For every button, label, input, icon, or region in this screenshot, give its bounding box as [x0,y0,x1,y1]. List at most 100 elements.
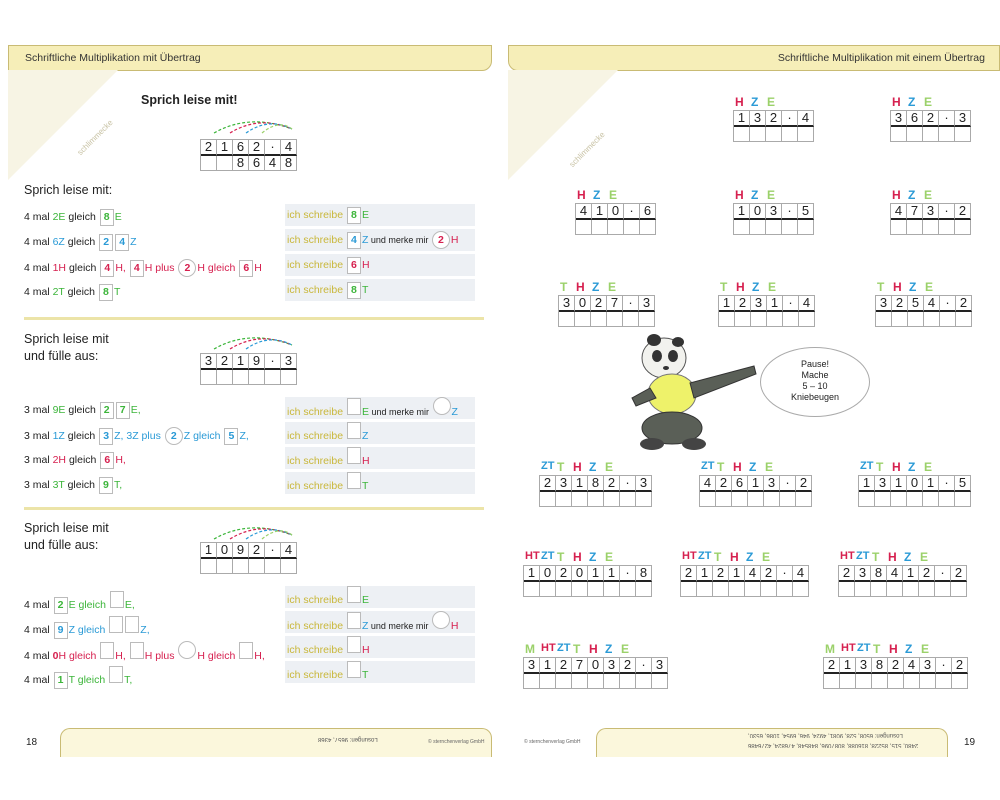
answer-box[interactable] [129,642,144,659]
answer-cell[interactable] [636,582,652,597]
answer-cell[interactable] [281,370,297,385]
answer-cell[interactable] [575,312,591,327]
answer-cell[interactable] [700,492,716,507]
answer-cell[interactable] [855,582,871,597]
answer-cell[interactable] [859,492,875,507]
answer-cell[interactable] [751,312,767,327]
answer-cell[interactable] [955,127,971,142]
answer-box[interactable] [346,447,361,464]
answer-cell[interactable] [624,220,640,235]
answer-cell[interactable] [951,582,967,597]
answer-cell[interactable] [265,559,281,574]
answer-cell[interactable] [713,582,729,597]
answer-cell[interactable] [588,674,604,689]
answer-cell[interactable] [556,674,572,689]
answer-cell[interactable] [750,127,766,142]
answer-cell[interactable] [955,220,971,235]
answer-cell[interactable] [798,220,814,235]
answer-circle[interactable] [431,611,450,629]
answer-cell[interactable] [734,220,750,235]
answer-cell[interactable] [904,674,920,689]
answer-box[interactable] [346,472,361,489]
answer-cell[interactable] [745,582,761,597]
answer-cell[interactable] [875,492,891,507]
answer-cell[interactable] [604,674,620,689]
answer-cell[interactable] [734,127,750,142]
answer-box[interactable] [125,616,140,633]
answer-cell[interactable] [640,220,656,235]
answer-cell[interactable] [608,220,624,235]
answer-cell[interactable] [923,220,939,235]
answer-cell[interactable] [233,559,249,574]
answer-cell[interactable] [924,312,940,327]
answer-cell[interactable] [732,492,748,507]
answer-cell[interactable] [824,674,840,689]
answer-cell[interactable] [524,674,540,689]
answer-cell[interactable] [907,220,923,235]
answer-cell[interactable] [540,582,556,597]
answer-box[interactable] [346,636,361,653]
answer-cell[interactable] [540,492,556,507]
answer-cell[interactable] [697,582,713,597]
answer-box[interactable] [346,422,361,439]
answer-cell[interactable] [748,492,764,507]
answer-cell[interactable] [750,220,766,235]
answer-box[interactable] [346,661,361,678]
answer-cell[interactable] [729,582,745,597]
answer-cell[interactable] [572,674,588,689]
answer-box[interactable] [346,586,361,603]
answer-box[interactable] [100,642,115,659]
answer-cell[interactable] [891,127,907,142]
answer-cell[interactable] [719,312,735,327]
answer-cell[interactable] [281,559,297,574]
answer-cell[interactable] [777,582,793,597]
answer-cell[interactable] [888,674,904,689]
answer-cell[interactable] [923,492,939,507]
answer-cell[interactable] [780,492,796,507]
answer-cell[interactable] [892,312,908,327]
answer-cell[interactable] [839,582,855,597]
answer-box[interactable] [109,616,124,633]
answer-cell[interactable] [936,674,952,689]
answer-cell[interactable] [955,492,971,507]
answer-cell[interactable] [799,312,815,327]
answer-cell[interactable] [556,582,572,597]
answer-cell[interactable] [907,492,923,507]
answer-box[interactable] [109,591,124,608]
answer-cell[interactable] [871,582,887,597]
answer-cell[interactable] [793,582,809,597]
answer-cell[interactable] [887,582,903,597]
answer-cell[interactable] [952,674,968,689]
answer-cell[interactable] [735,312,751,327]
answer-cell[interactable] [524,582,540,597]
answer-cell[interactable] [856,674,872,689]
answer-cell[interactable] [956,312,972,327]
answer-cell[interactable] [201,370,217,385]
answer-cell[interactable] [636,674,652,689]
answer-cell[interactable] [796,492,812,507]
answer-cell[interactable] [265,370,281,385]
answer-cell[interactable] [623,312,639,327]
answer-cell[interactable] [607,312,623,327]
answer-cell[interactable] [840,674,856,689]
answer-cell[interactable] [798,127,814,142]
answer-cell[interactable] [939,220,955,235]
answer-cell[interactable] [681,582,697,597]
answer-cell[interactable] [891,220,907,235]
answer-cell[interactable] [908,312,924,327]
answer-cell[interactable] [764,492,780,507]
answer-cell[interactable] [783,312,799,327]
answer-cell[interactable] [716,492,732,507]
answer-cell[interactable] [217,370,233,385]
answer-cell[interactable] [588,492,604,507]
answer-cell[interactable] [249,370,265,385]
answer-cell[interactable] [620,492,636,507]
answer-cell[interactable] [782,220,798,235]
answer-cell[interactable] [939,127,955,142]
answer-cell[interactable] [903,582,919,597]
answer-cell[interactable] [766,127,782,142]
answer-cell[interactable] [923,127,939,142]
answer-cell[interactable] [233,370,249,385]
answer-cell[interactable] [201,559,217,574]
answer-box[interactable] [239,642,254,659]
